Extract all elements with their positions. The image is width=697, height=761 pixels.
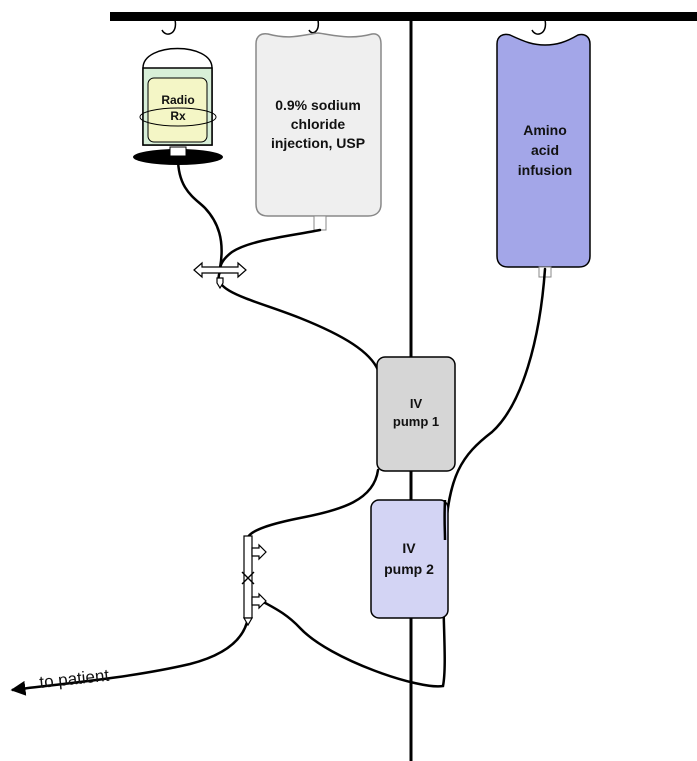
- saline-label-line3: injection, USP: [271, 135, 365, 151]
- radio-rx-container: Radio Rx: [133, 47, 223, 165]
- amino-label-line2: acid: [531, 142, 559, 158]
- iv-pump-1: IV pump 1: [376, 356, 456, 472]
- tubing-to-patient: [10, 617, 250, 696]
- hook-radio: [161, 19, 177, 35]
- pump1-label-line1: IV: [410, 396, 423, 411]
- tubing-connector-to-pump1: [217, 270, 380, 372]
- radio-rx-label-line2: Rx: [170, 109, 186, 123]
- saline-label-line1: 0.9% sodium: [275, 97, 361, 113]
- amino-acid-bag: Amino acid infusion: [496, 33, 591, 278]
- pump2-label-line2: pump 2: [384, 561, 434, 577]
- saline-bag: 0.9% sodium chloride injection, USP: [255, 32, 382, 231]
- amino-label-line3: infusion: [518, 162, 572, 178]
- y-site-manifold: [241, 535, 267, 627]
- hook-saline: [308, 19, 320, 34]
- tubing-amino-to-pump2: [258, 267, 547, 688]
- saline-label-line2: chloride: [291, 116, 346, 132]
- pump2-label-line1: IV: [402, 540, 416, 556]
- tubing-pump1-to-y-site: [246, 468, 380, 539]
- amino-label-line1: Amino: [523, 122, 567, 138]
- hook-amino: [531, 19, 547, 35]
- iv-pole-top-bar: [110, 12, 697, 21]
- pump1-label-line2: pump 1: [393, 414, 439, 429]
- tubing-saline-to-connector: [218, 228, 322, 272]
- iv-pump-2: IV pump 2: [370, 499, 449, 619]
- to-patient-label: to patient: [38, 666, 110, 692]
- tubing-radio-to-connector: [176, 156, 223, 270]
- four-way-connector: [193, 261, 247, 290]
- radio-rx-label-line1: Radio: [161, 93, 194, 107]
